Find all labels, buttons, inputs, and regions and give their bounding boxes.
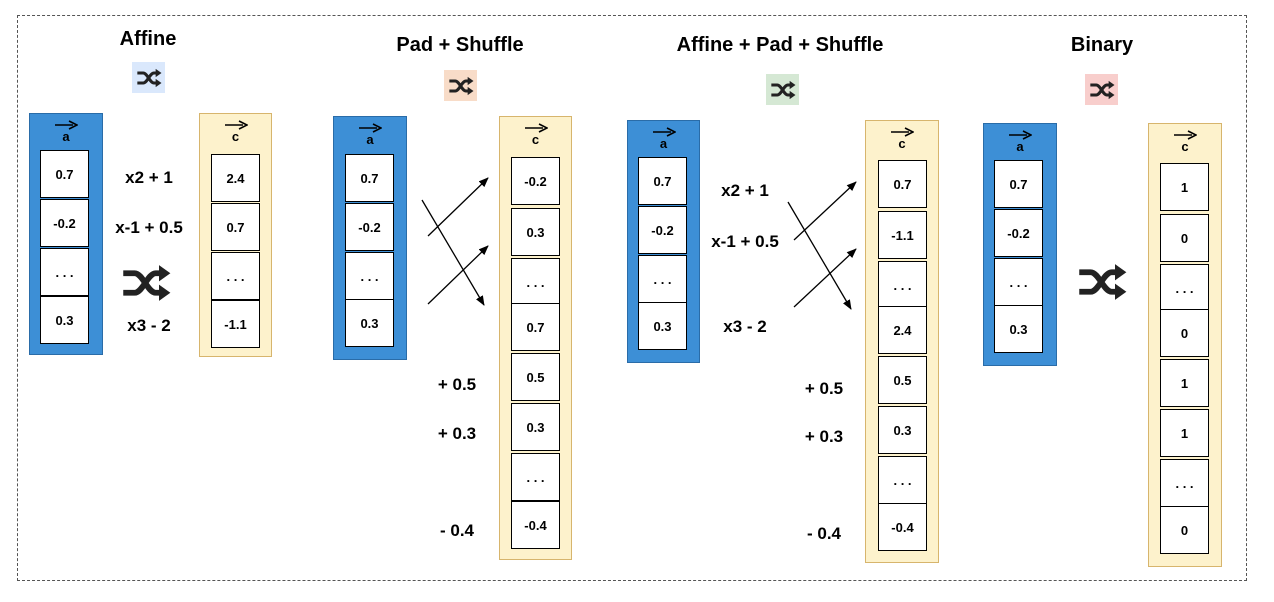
binary-output-cell: . . .: [1160, 264, 1209, 312]
vector-label-a: a: [628, 123, 699, 153]
pad-shuffle-output-cell: 0.3: [511, 403, 560, 451]
diagram-frame: [17, 15, 1247, 581]
vector-label-a: a: [984, 126, 1056, 156]
affine-pad-shuffle-output-cell: 2.4: [878, 306, 927, 354]
affine-pad-shuffle-input-cell: . . .: [638, 255, 687, 303]
affine-output-cell: 2.4: [211, 154, 260, 202]
shuffle-arrow: [427, 177, 489, 237]
affine-output-cell: . . .: [211, 252, 260, 300]
affine-op: x2 + 1: [721, 181, 769, 200]
affine-input-cell: . . .: [40, 248, 89, 296]
vector-label-a: a: [334, 119, 406, 149]
binary-output-cell: 1: [1160, 359, 1209, 407]
affine-pad-shuffle-badge: [766, 74, 799, 105]
shuffle-arrow: [793, 181, 857, 241]
affine-input-cell: 0.3: [40, 296, 89, 344]
affine-pad-shuffle-output-cell: -0.4: [878, 503, 927, 551]
vector-label-c: c: [866, 123, 938, 153]
affine-op: x3 - 2: [127, 316, 171, 335]
binary-output-cell: 0: [1160, 309, 1209, 357]
affine-pad-shuffle-output-cell: 0.7: [878, 160, 927, 208]
pad-shuffle-output-cell: 0.3: [511, 208, 560, 256]
binary-output-cell: . . .: [1160, 459, 1209, 507]
vector-label-a: a: [30, 116, 102, 146]
pad-shuffle-output-cell: -0.4: [511, 501, 560, 549]
affine-pad-shuffle-input-cell: 0.7: [638, 157, 687, 205]
affine-input-cell: 0.7: [40, 150, 89, 198]
affine-pad-shuffle-output-cell: 0.3: [878, 406, 927, 454]
affine-op: x3 - 2: [723, 317, 767, 336]
shuffle-arrow: [793, 248, 857, 308]
pad-value: - 0.4: [806, 524, 842, 543]
pad-value: - 0.4: [439, 521, 475, 540]
pad-shuffle-badge: [444, 70, 477, 101]
vector-label-c: c: [500, 119, 571, 149]
binary-input-cell: . . .: [994, 258, 1043, 306]
affine-pad-shuffle-output-cell: -1.1: [878, 211, 927, 259]
affine-input-cell: -0.2: [40, 199, 89, 247]
pad-shuffle-input-cell: -0.2: [345, 203, 394, 251]
affine-output-cell: 0.7: [211, 203, 260, 251]
shuffle-arrow: [427, 245, 489, 305]
pad-shuffle-output-cell: . . .: [511, 258, 560, 306]
affine-op: x2 + 1: [125, 168, 173, 187]
affine-output-cell: -1.1: [211, 300, 260, 348]
pad-value: + 0.3: [804, 427, 844, 446]
section-title-pad-shuffle: Pad + Shuffle: [396, 34, 524, 56]
binary-input-cell: -0.2: [994, 209, 1043, 257]
section-title-affine: Affine: [119, 28, 177, 50]
binary-input-cell: 0.7: [994, 160, 1043, 208]
affine-pad-shuffle-output-cell: . . .: [878, 261, 927, 309]
pad-shuffle-input-cell: 0.3: [345, 299, 394, 347]
vector-label-c: c: [1149, 126, 1221, 156]
pad-shuffle-output-cell: . . .: [511, 453, 560, 501]
affine-pad-shuffle-output-cell: 0.5: [878, 356, 927, 404]
pad-shuffle-output-cell: 0.7: [511, 303, 560, 351]
binary-output-cell: 1: [1160, 163, 1209, 211]
shuffle-arrow: [787, 201, 852, 310]
section-title-binary: Binary: [1070, 34, 1134, 56]
binary-output-cell: 0: [1160, 214, 1209, 262]
pad-value: + 0.3: [437, 424, 477, 443]
affine-pad-shuffle-input-cell: -0.2: [638, 206, 687, 254]
affine-pad-shuffle-output-cell: . . .: [878, 456, 927, 504]
affine-badge: [132, 62, 165, 93]
affine-op: x-1 + 0.5: [711, 232, 779, 251]
binary-input-cell: 0.3: [994, 305, 1043, 353]
pad-shuffle-output-cell: -0.2: [511, 157, 560, 205]
shuffle-arrow: [421, 199, 485, 306]
binary-badge: [1085, 74, 1118, 105]
pad-value: + 0.5: [437, 375, 477, 394]
vector-label-c: c: [200, 116, 271, 146]
binary-output-cell: 1: [1160, 409, 1209, 457]
pad-shuffle-input-cell: 0.7: [345, 154, 394, 202]
pad-value: + 0.5: [804, 379, 844, 398]
affine-pad-shuffle-input-cell: 0.3: [638, 302, 687, 350]
section-title-affine-pad-shuffle: Affine + Pad + Shuffle: [676, 34, 884, 56]
affine-op: x-1 + 0.5: [115, 218, 183, 237]
pad-shuffle-output-cell: 0.5: [511, 353, 560, 401]
binary-output-cell: 0: [1160, 506, 1209, 554]
